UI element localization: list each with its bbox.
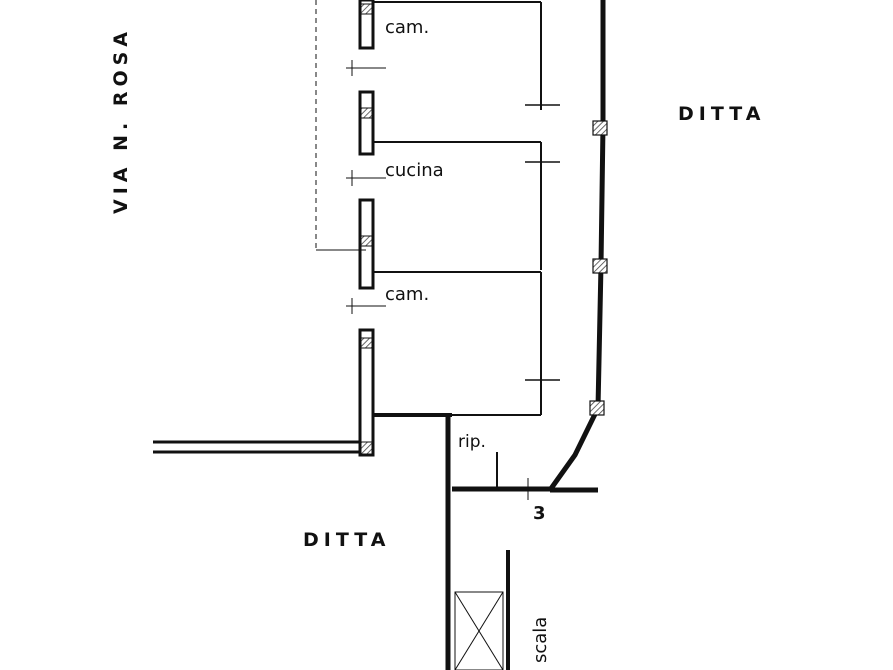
facade-wall [358, 0, 375, 457]
neighbor-label-right: DITTA [678, 103, 765, 125]
right-boundary-wall [547, 0, 606, 493]
internal-partitions [373, 1, 550, 670]
neighbor-label-bottom: DITTA [303, 529, 390, 551]
balcony-wall [153, 440, 360, 454]
window-ticks [315, 0, 386, 314]
room-label-storage: rip. [458, 432, 486, 452]
street-label: VIA N. ROSA [110, 27, 132, 214]
boundary-markers [589, 120, 608, 416]
staircase [454, 550, 510, 670]
room-label-kitchen: cucina [385, 160, 444, 181]
reference-marker: 3 [533, 503, 546, 524]
room-label-bedroom-top: cam. [385, 17, 429, 38]
door-marks [512, 104, 560, 500]
stairs-label: scala [530, 617, 551, 663]
room-label-bedroom-middle: cam. [385, 284, 429, 305]
